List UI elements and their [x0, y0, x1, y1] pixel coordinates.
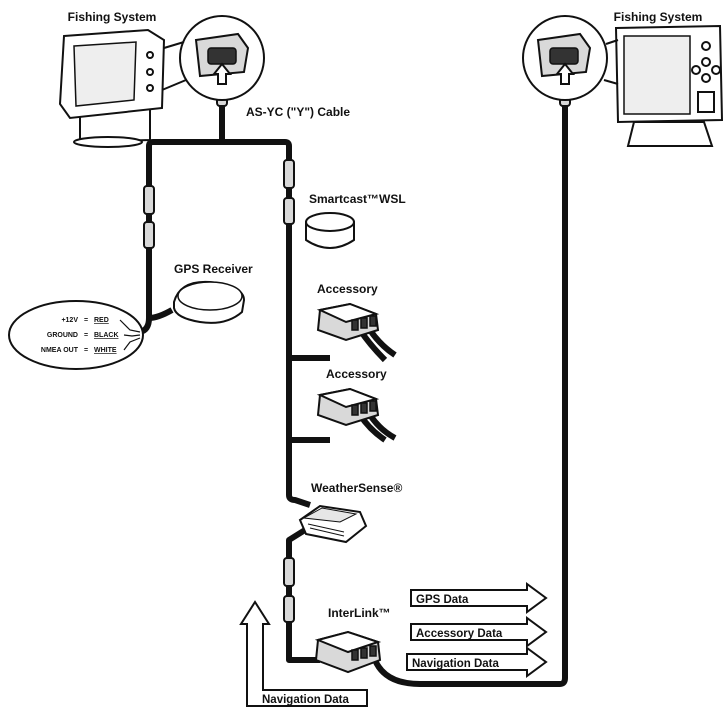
connector	[283, 595, 295, 623]
unit-screen	[73, 41, 137, 107]
wire-leads	[119, 319, 141, 351]
connector	[143, 221, 155, 249]
connector	[283, 557, 295, 587]
connector	[143, 185, 155, 215]
button-icon	[146, 84, 154, 92]
smartcast-label: Smartcast™WSL	[309, 192, 406, 206]
weathersense-label: WeatherSense®	[311, 481, 402, 495]
fishing-system-right: Fishing System	[522, 10, 724, 147]
equals-sign: =	[84, 332, 88, 339]
port-icon	[369, 645, 377, 657]
button-icon	[691, 65, 701, 75]
port-socket	[207, 47, 237, 65]
port-icon	[360, 647, 368, 659]
fishing-system-left: Fishing System	[58, 10, 265, 148]
zoom-leader	[603, 79, 619, 85]
gps-receiver-dome	[177, 281, 243, 311]
wiring-12v-label: +12V	[61, 317, 78, 324]
accessory-1-label: Accessory	[317, 282, 378, 296]
zoom-leader	[161, 79, 187, 91]
navigation-data-right-label: Navigation Data	[412, 658, 500, 670]
wire-color-white: WHITE	[94, 347, 117, 354]
port-icon	[369, 315, 377, 327]
weathersense-top	[302, 507, 358, 523]
mount-base	[626, 121, 714, 147]
zoom-leader	[605, 39, 619, 45]
wiring-nmea-label: NMEA OUT	[41, 347, 79, 354]
plug-arrow-icon	[211, 62, 233, 85]
chain-cable-3	[286, 440, 311, 508]
gps-receiver: GPS Receiver	[173, 262, 253, 324]
plug-arrow-icon	[554, 62, 576, 85]
interlink-label: InterLink™	[328, 606, 391, 620]
vent-line	[309, 527, 345, 537]
mount-base	[73, 136, 143, 148]
nmea-wiring-callout: +12V GROUND NMEA OUT = = = RED BLACK WHI…	[8, 300, 144, 370]
gps-receiver-lead	[148, 307, 174, 321]
navigation-data-arrow-up	[239, 600, 368, 707]
navigation-data-bottom-label: Navigation Data	[262, 694, 350, 706]
port-icon	[360, 317, 368, 329]
equals-sign: =	[84, 347, 88, 354]
gps-receiver-label: GPS Receiver	[174, 262, 253, 276]
accessory-1: Accessory	[316, 282, 380, 342]
interlink-to-right-unit-cable	[372, 100, 568, 687]
fishing-system-left-label: Fishing System	[68, 10, 157, 24]
navigation-data-arrow-right	[406, 646, 548, 678]
accessory-2: Accessory	[316, 367, 387, 427]
port-socket	[549, 47, 579, 65]
port-icon	[369, 400, 377, 412]
port-icon	[351, 404, 359, 416]
fishing-system-right-label: Fishing System	[614, 10, 703, 24]
gps-data-label: GPS Data	[416, 594, 469, 606]
port-icon	[351, 649, 359, 661]
button-icon	[146, 68, 154, 76]
button-icon	[701, 73, 711, 83]
interlink-box-top	[314, 630, 382, 654]
button-icon	[701, 41, 711, 51]
unit-screen	[623, 35, 691, 115]
wire-color-red: RED	[94, 317, 109, 324]
keypad-icon	[697, 91, 715, 113]
smartcast-top	[305, 212, 355, 232]
y-cable-label: AS-YC ("Y") Cable	[246, 105, 350, 119]
button-icon	[146, 51, 154, 59]
wiring-callout-ellipse	[8, 300, 144, 370]
chain-cable-1	[286, 240, 330, 361]
weathersense: WeatherSense®	[298, 481, 402, 544]
connector	[283, 159, 295, 189]
button-icon	[711, 65, 721, 75]
smartcast-wsl: Smartcast™WSL	[305, 192, 406, 249]
connector	[283, 197, 295, 225]
zoom-leader	[163, 41, 185, 49]
wire-color-black: BLACK	[94, 332, 119, 339]
accessory-data-arrow	[410, 616, 548, 648]
interlink: InterLink™	[314, 606, 391, 674]
wiring-ground-label: GROUND	[47, 332, 78, 339]
button-icon	[701, 57, 711, 67]
gps-data-arrow	[410, 582, 548, 614]
data-arrows: GPS Data Accessory Data Navigation Data …	[239, 582, 548, 707]
equals-sign: =	[84, 317, 88, 324]
accessory-2-label: Accessory	[326, 367, 387, 381]
vent-line	[307, 523, 345, 533]
chain-cable-4	[286, 527, 320, 663]
cable-connectors	[143, 85, 571, 623]
port-icon	[360, 402, 368, 414]
accessory-data-label: Accessory Data	[416, 628, 503, 640]
y-cable-right-branch	[222, 139, 292, 240]
port-icon	[351, 319, 359, 331]
